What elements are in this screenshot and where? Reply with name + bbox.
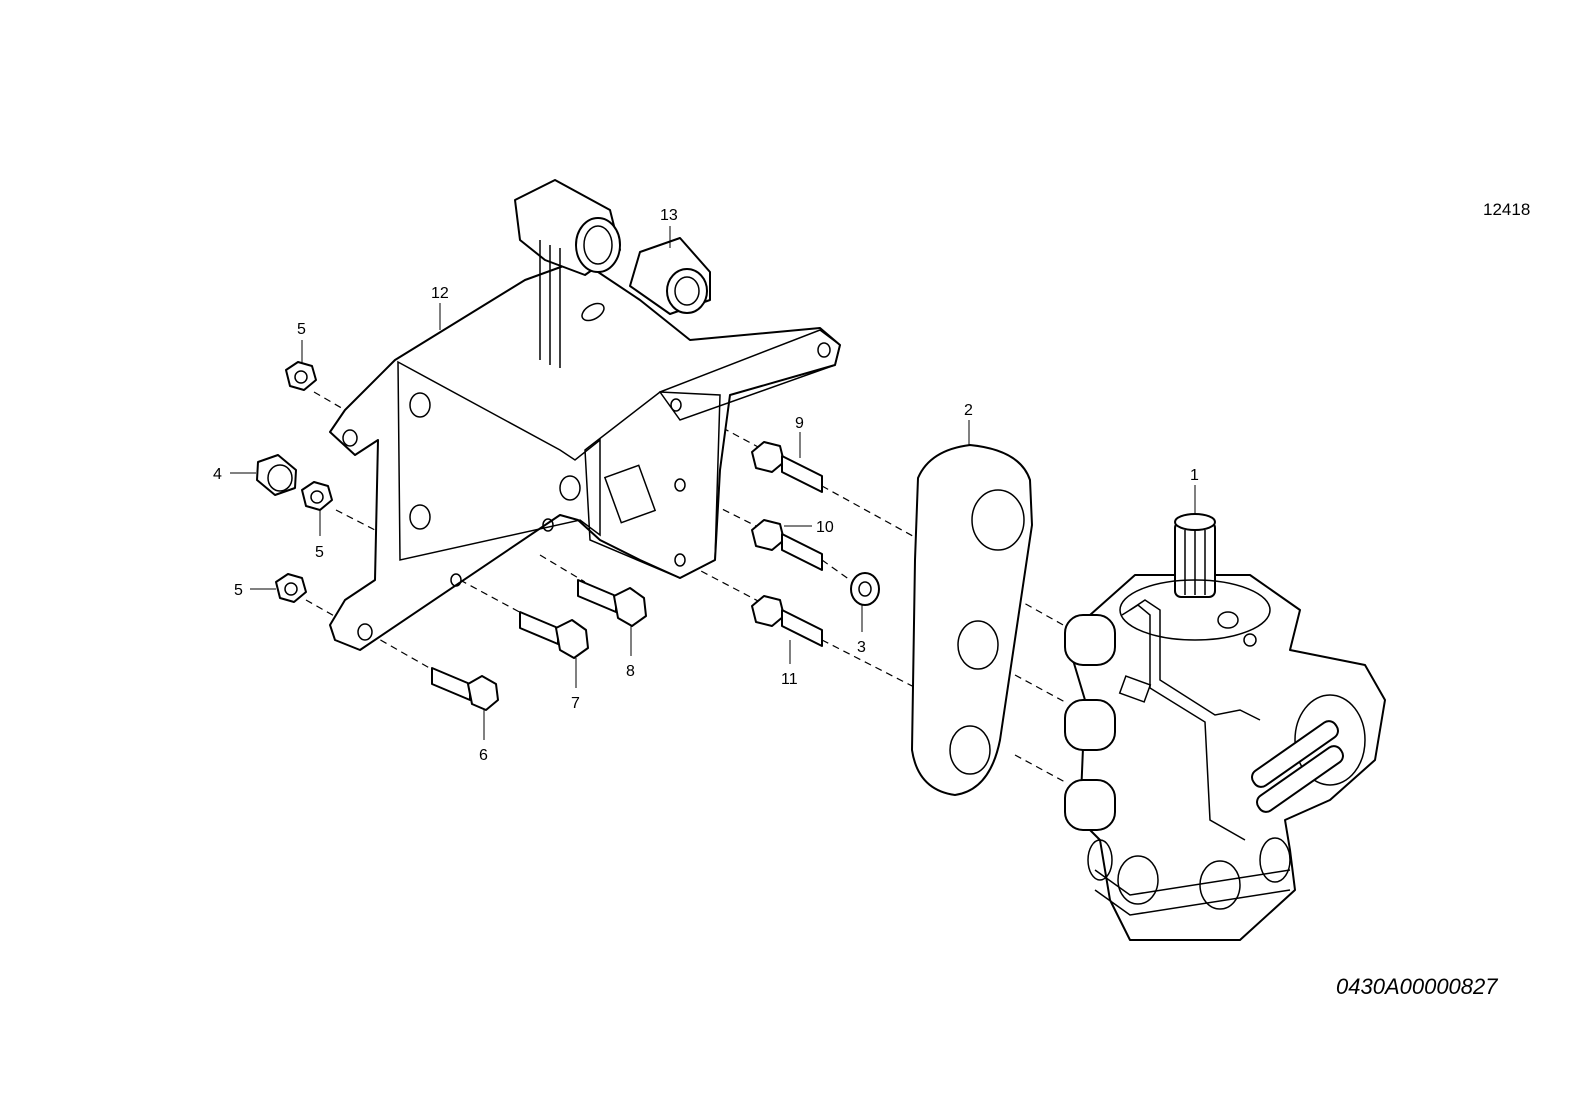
callout-7: 7 bbox=[571, 695, 580, 712]
callout-10: 10 bbox=[816, 519, 834, 536]
callout-11: 11 bbox=[781, 671, 798, 688]
pitman-arm-part-2 bbox=[911, 444, 1033, 796]
bolt-part-11 bbox=[751, 595, 823, 647]
nut-part-5-bottom bbox=[275, 573, 307, 603]
bolt-part-6 bbox=[431, 667, 499, 711]
callout-13: 13 bbox=[660, 207, 678, 224]
callout-5-bottom: 5 bbox=[234, 582, 243, 599]
callout-8: 8 bbox=[626, 663, 635, 680]
callout-6: 6 bbox=[479, 747, 488, 764]
callout-2: 2 bbox=[964, 402, 973, 419]
callout-12: 12 bbox=[431, 285, 449, 302]
bolt-part-9 bbox=[751, 441, 823, 493]
callout-labels: 1 2 3 4 5 5 5 6 7 8 9 10 11 12 13 bbox=[213, 207, 1199, 764]
washer-part-3 bbox=[850, 572, 880, 606]
nut-part-5-middle bbox=[301, 481, 333, 511]
callout-5-middle: 5 bbox=[315, 544, 324, 561]
nut-part-5-top bbox=[285, 361, 317, 391]
callout-leaders bbox=[230, 226, 1196, 740]
callout-5-top: 5 bbox=[297, 321, 306, 338]
bushing-part-13 bbox=[629, 237, 711, 315]
bolt-part-10 bbox=[751, 519, 823, 571]
bolt-part-8 bbox=[577, 579, 647, 627]
callout-4: 4 bbox=[213, 466, 222, 483]
drawing-code: 0430A00000827 bbox=[1336, 974, 1498, 999]
bolt-part-7 bbox=[519, 611, 589, 659]
callout-3: 3 bbox=[857, 639, 866, 656]
callout-1: 1 bbox=[1190, 467, 1199, 484]
reference-number: 12418 bbox=[1483, 200, 1530, 219]
bracket-part-12 bbox=[329, 179, 841, 651]
spacer-part-4 bbox=[256, 454, 297, 496]
callout-9: 9 bbox=[795, 415, 804, 432]
steering-gear-part-1 bbox=[1064, 513, 1386, 941]
